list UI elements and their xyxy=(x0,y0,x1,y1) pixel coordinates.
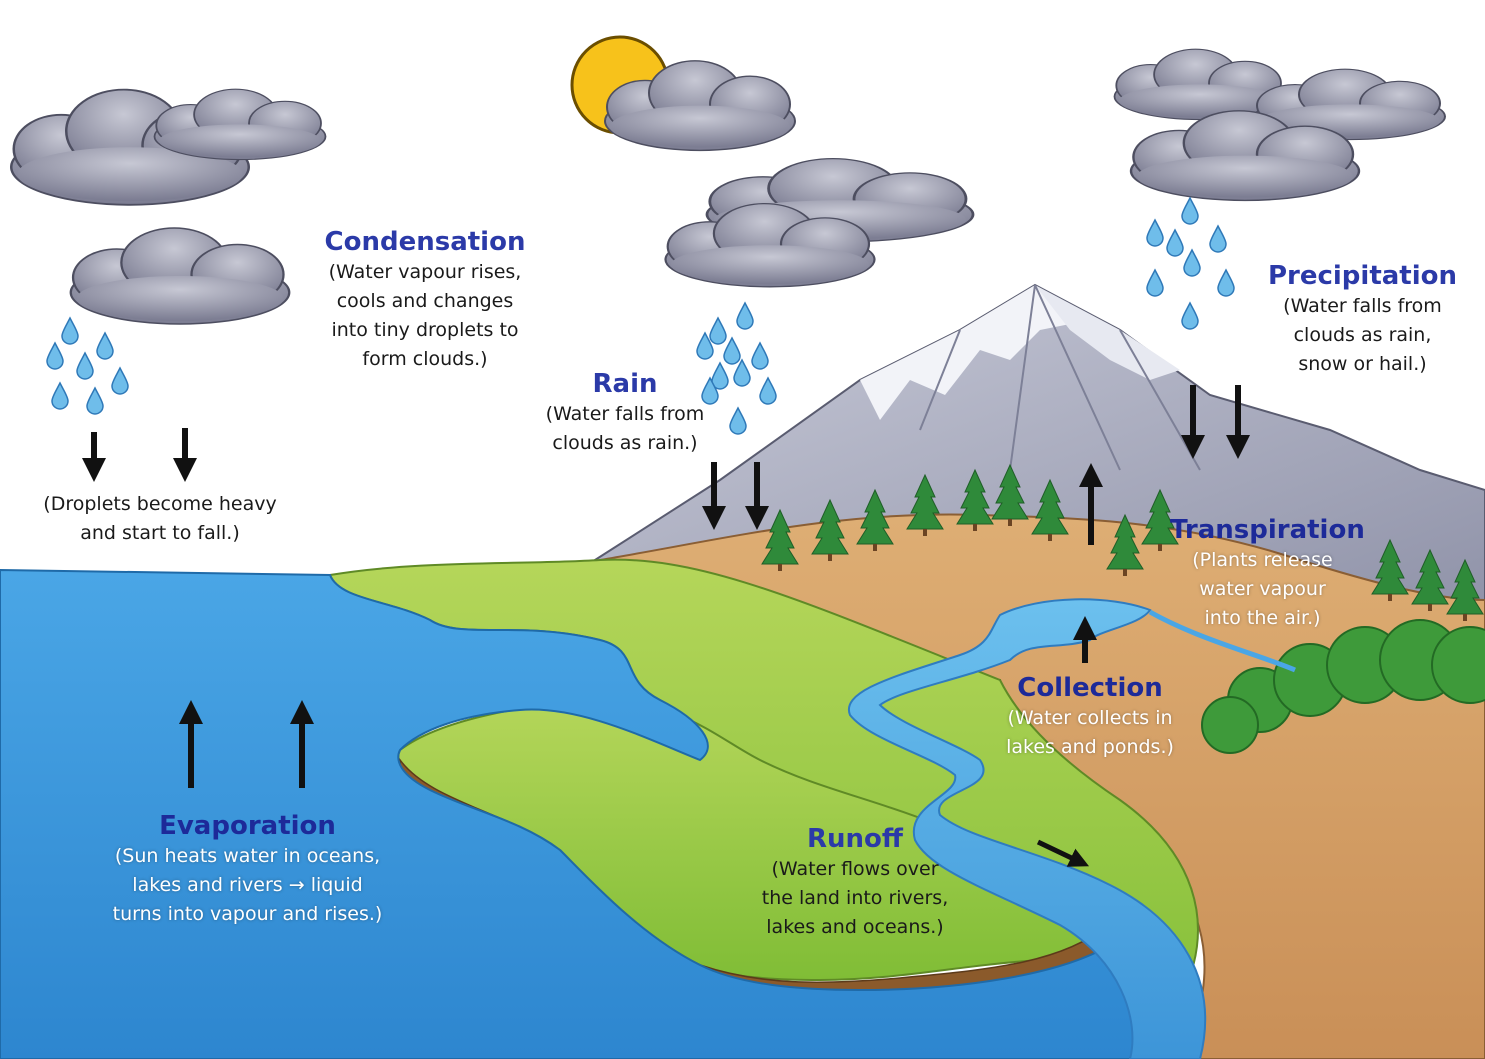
precipitation-title: Precipitation xyxy=(1267,261,1458,291)
label-rain: Rain (Water falls from clouds as rain.) xyxy=(530,368,720,458)
evaporation-title: Evaporation xyxy=(159,811,336,841)
label-evaporation: Evaporation (Sun heats water in oceans, … xyxy=(95,810,400,929)
label-precipitation: Precipitation (Water falls from clouds a… xyxy=(1260,260,1465,379)
evaporation-desc: (Sun heats water in oceans, lakes and ri… xyxy=(112,845,383,925)
label-droplets: (Droplets become heavy and start to fall… xyxy=(20,490,300,548)
rain-title: Rain xyxy=(592,369,658,399)
condensation-title: Condensation xyxy=(324,227,526,257)
runoff-title: Runoff xyxy=(807,824,903,854)
bushes xyxy=(1201,619,1485,754)
arrow-up-icon xyxy=(179,463,1103,788)
arrow-right-icon xyxy=(1036,839,1090,867)
arrow-down-icon xyxy=(82,385,1250,530)
label-runoff: Runoff (Water flows over the land into r… xyxy=(745,823,965,942)
transpiration-desc: (Plants release water vapour into the ai… xyxy=(1192,549,1333,629)
rain-desc: (Water falls from clouds as rain.) xyxy=(545,403,705,454)
collection-title: Collection xyxy=(1017,673,1163,703)
collection-desc: (Water collects in lakes and ponds.) xyxy=(1006,707,1174,758)
label-collection: Collection (Water collects in lakes and … xyxy=(995,672,1185,762)
label-transpiration: Transpiration (Plants release water vapo… xyxy=(1170,514,1365,633)
condensation-desc: (Water vapour rises, cools and changes i… xyxy=(328,261,522,370)
runoff-desc: (Water flows over the land into rivers, … xyxy=(761,858,949,938)
droplets-desc: (Droplets become heavy and start to fall… xyxy=(43,493,277,544)
precipitation-desc: (Water falls from clouds as rain, snow o… xyxy=(1283,295,1442,375)
label-condensation: Condensation (Water vapour rises, cools … xyxy=(300,226,550,374)
transpiration-title: Transpiration xyxy=(1170,515,1365,545)
